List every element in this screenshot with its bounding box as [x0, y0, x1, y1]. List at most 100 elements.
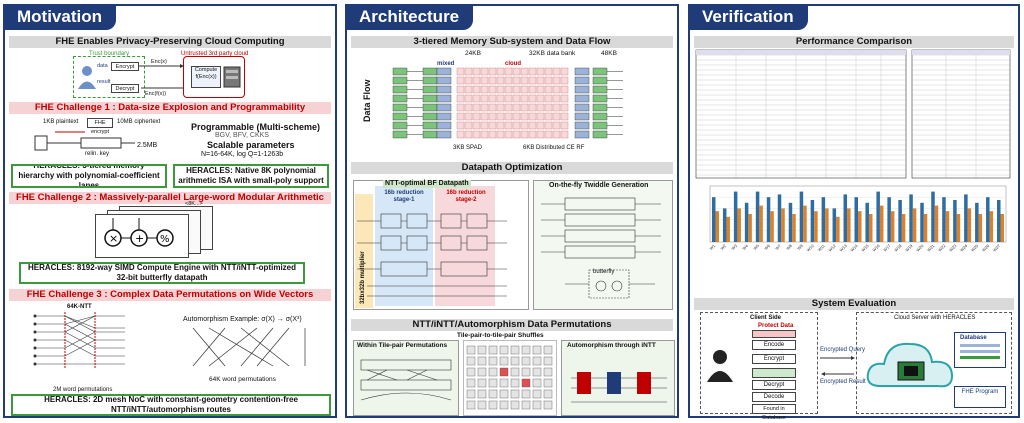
svg-text:%: %	[160, 234, 170, 245]
chart-bar	[868, 214, 873, 242]
chart-bar	[744, 202, 749, 242]
chart-bar	[832, 208, 837, 242]
chart-bar	[810, 200, 815, 242]
chart-tick-label: W5	[752, 243, 760, 251]
chart-bar	[792, 214, 796, 242]
chart-bar	[847, 208, 851, 242]
automorphism-caption: 64K word permutations	[209, 376, 276, 383]
enc-x-label: Enc(x)	[151, 59, 167, 65]
automorphism-permutation	[192, 327, 306, 367]
decode-step: Decode	[752, 392, 796, 402]
system-header: System Evaluation	[694, 298, 1014, 310]
mixed-label: mixed	[437, 61, 455, 67]
enc-fx-label: Enc(f(x))	[145, 91, 167, 97]
chart-bar	[920, 202, 924, 242]
result-label: result	[97, 79, 111, 85]
ntt-optimal-label: NTT-optimal BF Datapath	[383, 180, 471, 188]
reduction-stage-2: 16b reduction stage-2	[446, 190, 486, 203]
chart-bar	[836, 216, 840, 242]
svg-text:+: +	[135, 232, 144, 245]
protect-data-label: Protect Data	[758, 323, 794, 329]
compute-box: Compute f(Enc(x))	[191, 66, 221, 88]
chart-bar	[777, 194, 782, 242]
verification-title: Verification	[688, 4, 808, 30]
user-icon	[78, 66, 96, 89]
automorphism-title: Automorphism Example: σ(X) → σ(X³)	[183, 316, 302, 323]
programmable-label: Programmable (Multi-scheme)	[191, 122, 321, 132]
key-size-label: 2.5MB	[137, 142, 158, 149]
decrypt-step: Decrypt	[752, 380, 796, 390]
automorphism-intt-diagram	[571, 372, 667, 403]
chart-bar	[788, 202, 793, 242]
user-icon	[707, 350, 733, 382]
relin-key-label: relin. key	[85, 151, 110, 157]
chart-tick-label: W20	[915, 243, 925, 253]
simd-diagram: <8K...> × + %	[95, 201, 225, 258]
chart-bar	[759, 205, 763, 242]
chart-bar	[715, 211, 719, 242]
plaintext-label: 1KB plaintext	[43, 119, 79, 125]
memory-diagram: 24KB 32KB data bank 48KB Data Flow mixed…	[353, 50, 675, 156]
chart-tick-label: W1	[708, 243, 716, 251]
encrypted-result-label: Encrypted Result	[820, 379, 866, 385]
chart-bar	[755, 191, 760, 242]
server-icon	[223, 66, 241, 88]
chart-bar	[967, 208, 972, 242]
chart-bar	[953, 200, 957, 242]
client-title: Client Side	[750, 315, 782, 321]
chart-tick-label: W7	[774, 243, 782, 251]
heracles-simd-box: HERACLES: 8192-way SIMD Compute Engine w…	[19, 262, 305, 284]
chart-bar	[1000, 214, 1005, 242]
chart-tick-label: W24	[959, 243, 969, 253]
chart-bar	[879, 205, 884, 242]
found-label: Found in Database	[752, 404, 796, 421]
heracles-memory-box: HERACLES: 3-tiered memory hierarchy with…	[11, 164, 167, 188]
chart-bar	[942, 197, 946, 242]
chart-bar	[890, 211, 895, 242]
chart-bar	[858, 211, 862, 242]
chart-tick-label: W11	[817, 243, 827, 253]
chart-bar	[766, 197, 771, 242]
chart-tick-label: W22	[937, 243, 947, 253]
chart-bar	[821, 197, 826, 242]
chart-tick-label: W8	[785, 243, 793, 251]
chart-bar	[733, 191, 738, 242]
memory-header: 3-tiered Memory Sub-system and Data Flow	[351, 36, 673, 48]
flow-arrows	[139, 64, 184, 89]
motivation-panel: Motivation FHE Enables Privacy-Preservin…	[3, 4, 337, 418]
chart-bar	[986, 197, 990, 242]
mem-right-kb: 48KB	[601, 50, 617, 57]
chart-bar	[803, 205, 807, 242]
ntt-caption: 2M word permutations	[53, 387, 113, 393]
svg-text:×: ×	[109, 232, 118, 245]
ce-rf-label: 6KB Distributed CE RF	[523, 145, 585, 151]
key-expansion-arrows	[34, 131, 135, 151]
chart-bar	[945, 211, 950, 242]
chart-bar	[934, 205, 939, 242]
chart-bar	[901, 214, 906, 242]
chart-bar	[931, 191, 935, 242]
within-tile-network	[360, 359, 452, 401]
query-result-arrows	[820, 356, 855, 376]
encrypted-query-label: Encrypted Query	[820, 347, 866, 353]
chart-tick-label: W23	[948, 243, 958, 253]
chart-bar	[825, 208, 829, 242]
challenge-2-title: FHE Challenge 2 : Massively-parallel Lar…	[9, 192, 331, 204]
schemes-label: BGV, BFV, CKKS	[215, 132, 269, 139]
chart-tick-label: W3	[730, 243, 738, 251]
datapath-diagram: NTT-optimal BF Datapath 16b reduction st…	[353, 176, 675, 316]
chart-bar	[989, 211, 994, 242]
reduction-stage-1: 16b reduction stage-1	[384, 190, 424, 203]
trust-boundary-label: Trust boundary	[89, 51, 130, 57]
data-flow-label: Data Flow	[362, 79, 372, 122]
database-label: Database	[960, 335, 987, 341]
ciphertext-label: 10MB ciphertext	[117, 119, 161, 125]
chart-bar	[843, 194, 848, 242]
chart-bar	[748, 214, 752, 242]
chart-tick-label: W27	[992, 243, 1002, 253]
ntt-label: 64K-NTT	[67, 304, 92, 310]
butterfly-label: butterfly	[593, 269, 615, 275]
decrypt-box: Decrypt	[111, 84, 139, 93]
chart-tick-label: W6	[763, 243, 771, 251]
mem-center-kb: 32KB data bank	[529, 50, 576, 57]
